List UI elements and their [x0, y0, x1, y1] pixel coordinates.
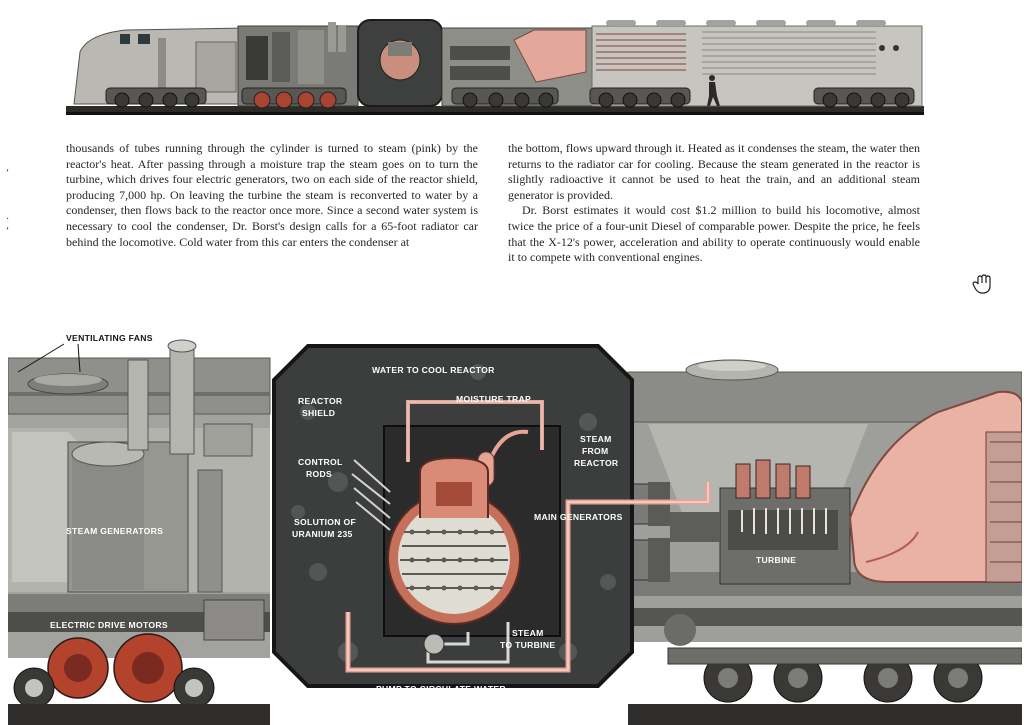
label-main-generators: MAIN GENERATORS [534, 512, 623, 522]
hand-cursor-icon [972, 274, 991, 294]
margin-mark: · [6, 214, 10, 225]
label-moisture-trap: MOISTURE TRAP [456, 394, 531, 404]
article-paragraph: the bottom, flows upward through it. Hea… [508, 141, 920, 202]
margin-mark: ‘ [6, 226, 10, 237]
article-paragraph: thousands of tubes running through the c… [66, 141, 478, 249]
article-right-column: the bottom, flows upward through it. Hea… [508, 141, 920, 266]
label-control-rods: CONTROL [298, 457, 343, 467]
label-ventilating-fans: VENTILATING FANS [66, 333, 153, 343]
label-steam-from-reactor: STEAM [580, 434, 612, 444]
label-steam-from-reactor: FROM [582, 446, 609, 456]
label-water-to-cool-reactor: WATER TO COOL REACTOR [372, 365, 495, 375]
article-left-column: thousands of tubes running through the c… [66, 141, 478, 250]
label-steam-from-reactor: REACTOR [574, 458, 619, 468]
locomotive-overview-illustration [66, 19, 924, 115]
article-paragraph: Dr. Borst estimates it would cost $1.2 m… [508, 203, 920, 265]
label-electric-drive-motors: ELECTRIC DRIVE MOTORS [50, 620, 168, 630]
label-uranium-solution: URANIUM 235 [292, 529, 353, 539]
label-uranium-solution: SOLUTION OF [294, 517, 356, 527]
label-turbine: TURBINE [756, 555, 796, 565]
label-steam-to-turbine: TO TURBINE [500, 640, 555, 650]
label-steam-to-turbine: STEAM [512, 628, 544, 638]
label-reactor-shield: SHIELD [302, 408, 335, 418]
reactor-locomotive-cutaway-diagram: VENTILATING FANS STEAM GENERATORS ELECTR… [8, 333, 1022, 725]
label-reactor-shield: REACTOR [298, 396, 343, 406]
margin-mark: ‘ [6, 168, 10, 179]
label-steam-generators: STEAM GENERATORS [66, 526, 163, 536]
label-pump: PUMP TO CIRCULATE WATER [376, 684, 506, 694]
label-control-rods: RODS [306, 469, 332, 479]
